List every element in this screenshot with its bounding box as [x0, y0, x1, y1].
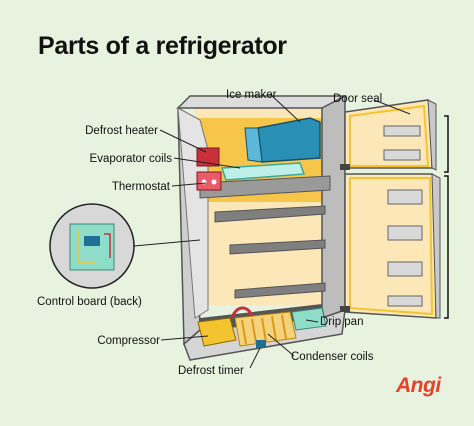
label-defrost-heater: Defrost heater	[85, 125, 158, 137]
shelf-2	[229, 239, 326, 255]
page-title: Parts of a refrigerator	[38, 32, 287, 60]
shelf-1	[214, 205, 326, 223]
label-defrost-timer: Defrost timer	[178, 365, 244, 377]
brand-logo: Angi	[396, 374, 441, 397]
condenser-coils	[234, 311, 297, 347]
freezer-door-shelf-1	[383, 125, 421, 137]
label-condenser-coils: Condenser coils	[291, 351, 374, 363]
defrost-timer	[256, 340, 266, 348]
freezer-door-shelf-2	[383, 149, 421, 161]
fridge-door-shelf-3	[387, 261, 423, 277]
freezer-divider	[199, 175, 331, 199]
shelf-3	[234, 282, 326, 299]
control-board-chip	[84, 236, 100, 246]
label-door-seal: Door seal	[333, 93, 383, 105]
drip-pan	[291, 307, 327, 331]
label-thermostat: Thermostat	[111, 181, 170, 193]
label-evaporator-coils: Evaporator coils	[89, 153, 172, 165]
compressor	[197, 317, 237, 347]
label-ice-maker: Ice maker	[226, 89, 277, 101]
thermostat	[196, 171, 222, 191]
evaporator-coils	[220, 162, 306, 181]
fridge-door-shelf-1	[387, 189, 423, 205]
defrost-heater	[196, 147, 220, 167]
label-drip-pan: Drip pan	[320, 316, 364, 328]
label-compressor: Compressor	[97, 335, 160, 347]
fridge-door-shelf-2	[387, 225, 423, 241]
label-control-board: Control board (back)	[37, 296, 142, 308]
fridge-door-shelf-4	[387, 295, 423, 307]
